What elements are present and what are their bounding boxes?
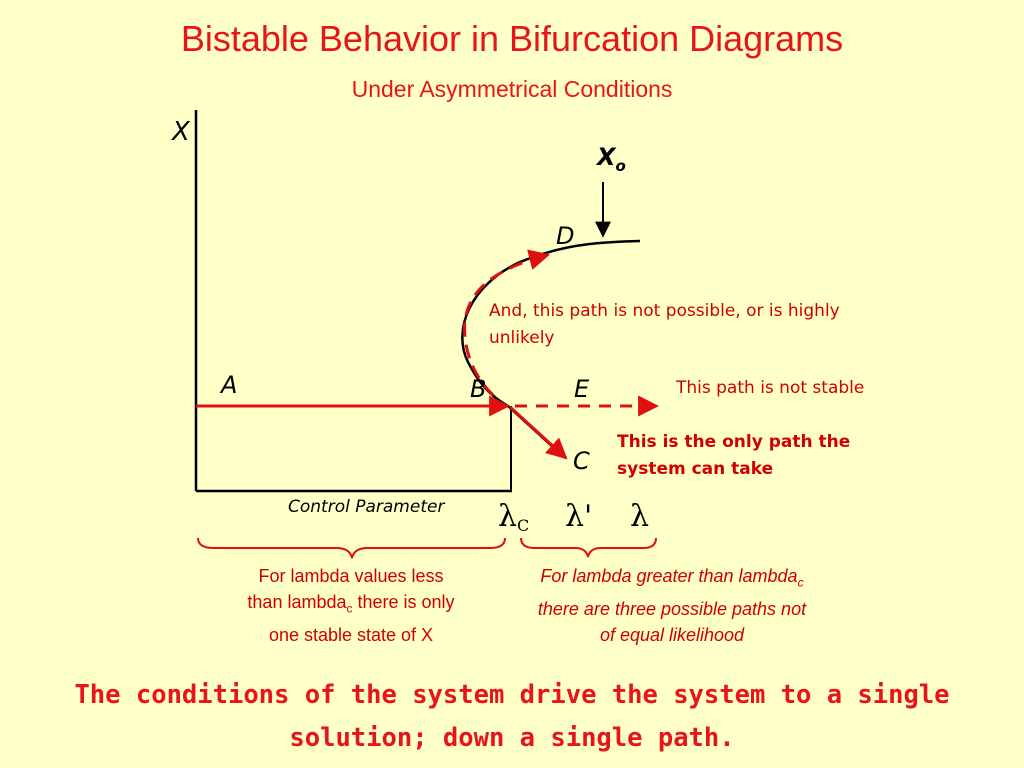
point-label-d: D — [556, 222, 574, 250]
note-not-stable: This path is not stable — [676, 378, 865, 398]
caption-left: For lambda values less than lambdac ther… — [247, 566, 455, 645]
point-label-a: A — [219, 371, 237, 399]
point-label-e: E — [574, 375, 590, 403]
slide-subtitle: Under Asymmetrical Conditions — [351, 76, 673, 102]
note-only-path: This is the only path the system can tak… — [617, 432, 851, 479]
tick-lambda-c: λC — [498, 499, 529, 535]
path-b-to-c — [508, 405, 568, 460]
tick-lambda: λ — [630, 499, 649, 534]
point-label-c: C — [573, 447, 590, 475]
caption-right: For lambda greater than lambdac there ar… — [537, 566, 807, 645]
right-brace — [520, 537, 657, 558]
slide-title: Bistable Behavior in Bifurcation Diagram… — [180, 18, 844, 59]
left-brace — [197, 537, 506, 559]
conclusion-text: The conditions of the system drive the s… — [74, 680, 950, 753]
x0-label: Xo — [595, 143, 626, 175]
bifurcation-curve — [461, 239, 641, 459]
x-axis-label: Control Parameter — [288, 497, 445, 517]
y-axis-label: X — [170, 117, 191, 147]
path-b-to-d — [463, 249, 551, 397]
point-label-b: B — [470, 375, 486, 403]
tick-lambda-prime: λ' — [565, 499, 592, 534]
note-not-possible: And, this path is not possible, or is hi… — [489, 301, 840, 348]
